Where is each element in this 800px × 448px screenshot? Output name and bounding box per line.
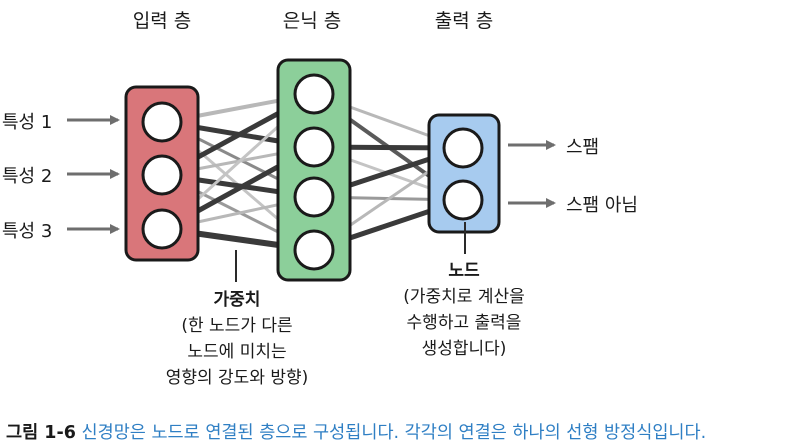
output-layer [427,113,501,234]
hidden-node-2 [293,126,335,168]
input-node-3 [141,208,183,250]
input-arrows [67,115,120,234]
weights-desc-line: 영향의 강도와 방향) [165,368,309,388]
node-desc-line: 수행하고 출력을 [406,313,522,333]
figure-caption: 그림 1-6 신경망은 노드로 연결된 층으로 구성됩니다. 각각의 연결은 하… [6,419,706,444]
node-title: 노드 [448,261,480,281]
weights-title: 가중치 [213,290,261,310]
input-layer-title: 입력 층 [132,10,192,32]
output-arrows [508,140,556,208]
output-node-1 [442,127,484,169]
node-annotation: 노드 (가중치로 계산을 수행하고 출력을 생성합니다) [374,258,554,362]
hidden-node-3 [293,176,335,218]
output-layer-title: 출력 층 [434,10,494,32]
figure-number: 그림 1-6 [6,423,76,443]
input-feature-label: 특성 2 [2,166,53,187]
input-feature-label: 특성 3 [2,221,53,242]
input-node-1 [141,101,183,143]
node-desc-line: (가중치로 계산을 [403,287,525,307]
hidden-node-1 [293,73,335,115]
weights-desc-line: (한 노드가 다른 [181,316,293,336]
output-label-spam: 스팸 [566,137,600,158]
hidden-node-4 [293,229,335,271]
node-desc-line: 생성합니다) [421,339,507,359]
weights-desc-line: 노드에 미치는 [187,342,287,362]
output-node-2 [442,179,484,221]
figure-caption-text: 신경망은 노드로 연결된 층으로 구성됩니다. 각각의 연결은 하나의 선형 방… [81,423,707,443]
hidden-layer-title: 은닉 층 [282,10,342,32]
input-feature-label: 특성 1 [2,112,53,133]
output-label-not-spam: 스팸 아님 [566,195,638,216]
weights-annotation: 가중치 (한 노드가 다른 노드에 미치는 영향의 강도와 방향) [132,287,342,391]
input-layer [124,85,200,262]
input-node-2 [141,154,183,196]
hidden-layer [276,58,352,282]
